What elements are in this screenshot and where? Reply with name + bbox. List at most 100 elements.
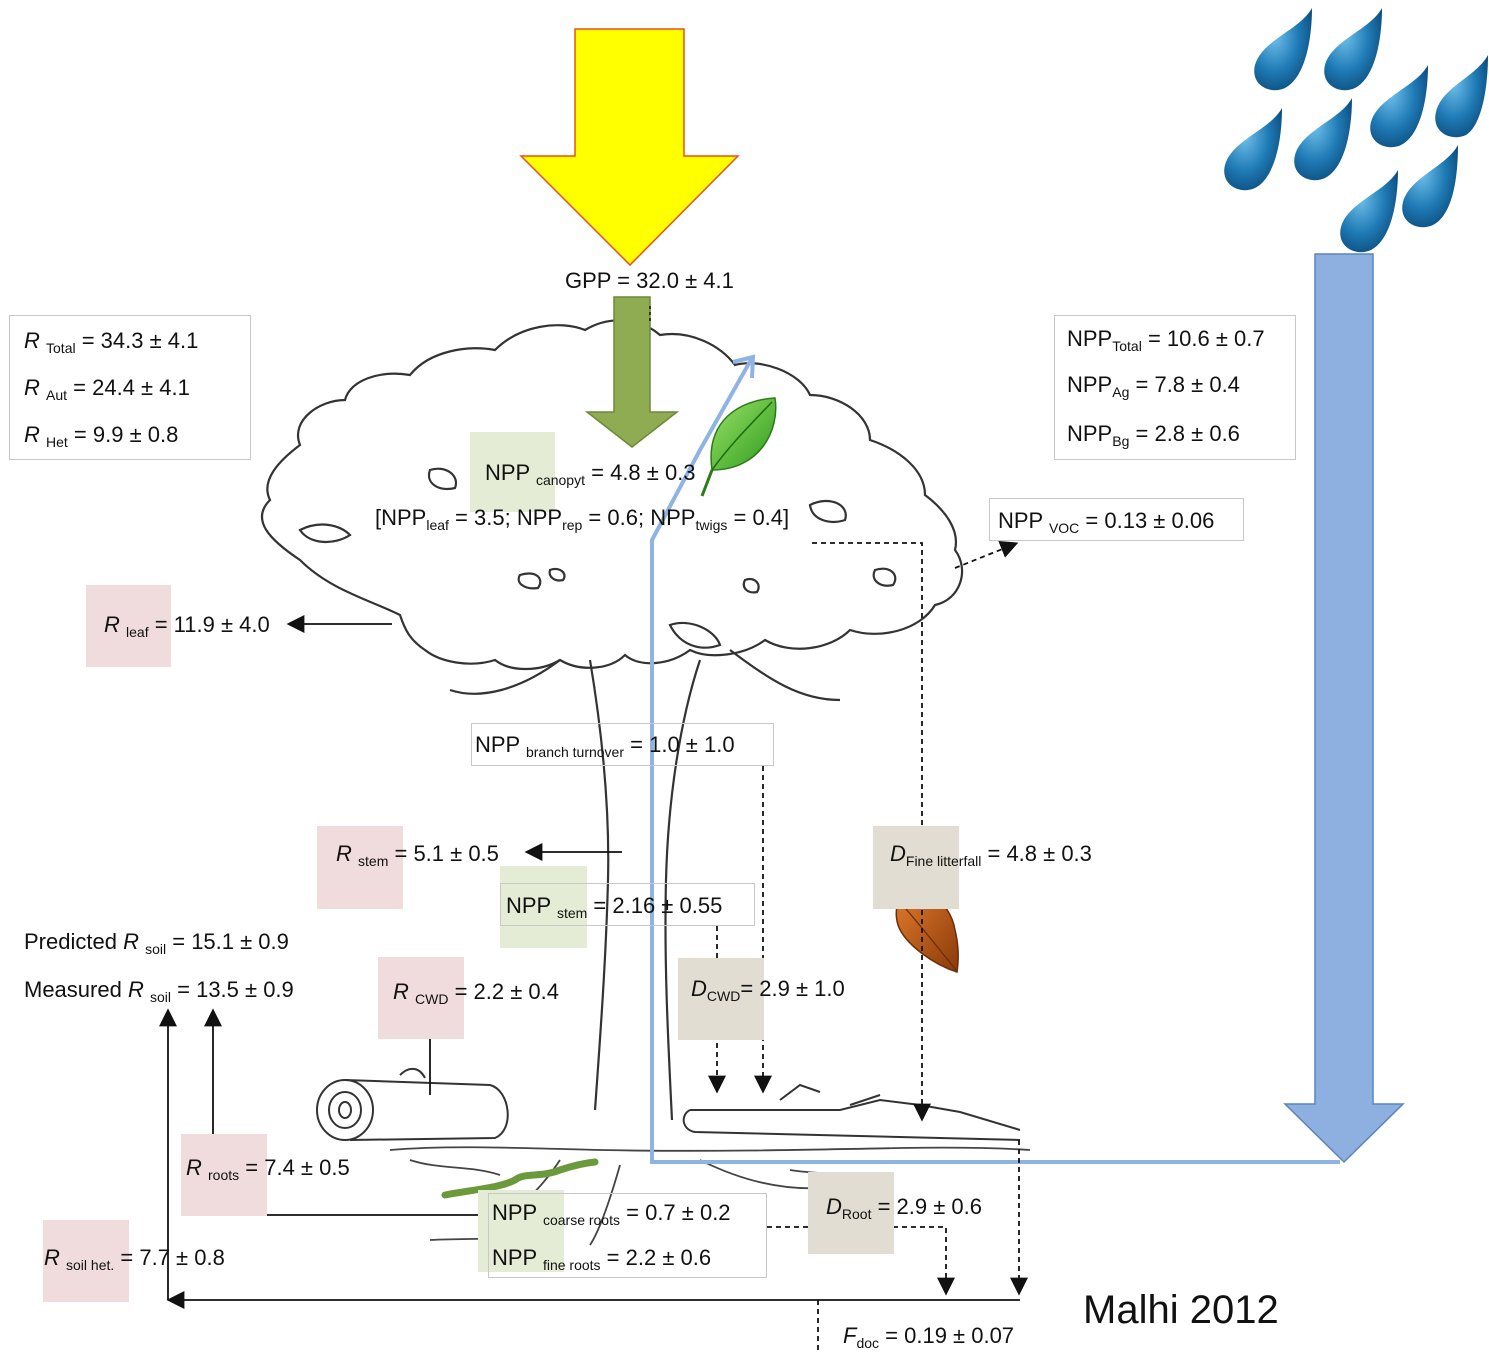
npp-coarse-roots-value: 0.7 ± 0.2: [645, 1200, 731, 1225]
d-cwd-highlight: [678, 958, 764, 1040]
r-cwd-sub: CWD: [415, 991, 449, 1007]
r-roots-value: 7.4 ± 0.5: [264, 1155, 350, 1180]
f-doc-label: Fdoc = 0.19 ± 0.07: [843, 1323, 1015, 1351]
water-path: [650, 357, 1340, 1164]
gpp-value: 32.0 ± 4.1: [636, 268, 734, 293]
npp-bg-sub: Bg: [1112, 433, 1130, 449]
npp-roots-box: [488, 1193, 767, 1278]
npp-totals-box: [1054, 315, 1296, 460]
d-root-sub: Root: [841, 1206, 872, 1222]
npp-canopy-sub: canopyt: [535, 472, 585, 488]
npp-rep-sub: rep: [562, 517, 583, 533]
r-leaf-sub: leaf: [126, 624, 149, 640]
d-root-label: DRoot = 2.9 ± 0.6: [826, 1194, 983, 1222]
npp-fine-roots-sub: fine roots: [542, 1257, 601, 1273]
r-soil-het-label: R soil het. = 7.7 ± 0.8: [44, 1245, 225, 1273]
r-soil-het-value: 7.7 ± 0.8: [139, 1245, 225, 1270]
r-cwd-value: 2.2 ± 0.4: [473, 979, 559, 1004]
npp-canopy-value: 4.8 ± 0.3: [610, 460, 696, 485]
d-fine-litterfall-label: DFine litterfall = 4.8 ± 0.3: [890, 841, 1092, 869]
measured-rsoil-label: Measured R soil = 13.5 ± 0.9: [24, 977, 294, 1005]
npp-stem-sub: stem: [556, 905, 588, 921]
npp-twigs-value: 0.4: [752, 505, 784, 530]
coarse-root-icon: [441, 1158, 599, 1199]
r-total-label: R Total = 34.3 ± 4.1: [24, 328, 199, 356]
npp-stem-highlight: [500, 866, 587, 948]
r-soil-het-highlight: [43, 1220, 129, 1302]
r-aut-value: 24.4 ± 4.1: [92, 375, 190, 400]
npp-fine-roots-value: 2.2 ± 0.6: [625, 1245, 712, 1270]
predicted-prefix: Predicted: [24, 929, 117, 954]
npp-branch-label: NPP branch turnover = 1.0 ± 1.0: [475, 732, 735, 760]
r-leaf-label: R leaf = 11.9 ± 4.0: [104, 612, 270, 640]
npp-voc-value: 0.13 ± 0.06: [1104, 508, 1215, 533]
npp-fine-roots-label: NPP fine roots = 2.2 ± 0.6: [492, 1245, 712, 1273]
gpp-label: GPP = 32.0 ± 4.1: [565, 268, 734, 293]
npp-voc-box: [989, 498, 1244, 541]
r-roots-highlight: [181, 1134, 267, 1216]
npp-leaf-value: 3.5: [474, 505, 505, 530]
npp-voc-sub: VOC: [1048, 520, 1080, 536]
npp-stem-label: NPP stem = 2.16 ± 0.55: [506, 893, 723, 921]
r-het-sub: Het: [46, 434, 68, 450]
npp-voc-label: NPP VOC = 0.13 ± 0.06: [998, 508, 1215, 536]
npp-ag-label: NPPAg = 7.8 ± 0.4: [1067, 372, 1240, 400]
measured-rsoil-value: 13.5 ± 0.9: [196, 977, 294, 1002]
npp-total-sub: Total: [1112, 338, 1142, 354]
npp-coarse-roots-sub: coarse roots: [542, 1212, 620, 1228]
tree-canopy: [260, 319, 964, 670]
r-leaf-value: 11.9 ± 4.0: [173, 612, 270, 637]
r-stem-highlight: [317, 826, 403, 909]
r-aut-label: R Aut = 24.4 ± 4.1: [24, 375, 190, 403]
respiration-box: [9, 315, 251, 460]
predicted-rsoil-value: 15.1 ± 0.9: [191, 929, 289, 954]
r-aut-sub: Aut: [46, 387, 68, 403]
npp-branch-value: 1.0 ± 1.0: [649, 732, 735, 757]
r-het-label: R Het = 9.9 ± 0.8: [24, 422, 179, 450]
npp-leaf-sub: leaf: [426, 517, 449, 533]
r-soil-het-sub: soil het.: [66, 1257, 115, 1273]
npp-canopy-highlight: [470, 432, 555, 512]
water-arrow: [1283, 253, 1405, 1164]
rain-drops: [1224, 8, 1488, 253]
d-root-value: 2.9 ± 0.6: [896, 1194, 983, 1219]
npp-ag-value: 7.8 ± 0.4: [1154, 372, 1240, 397]
r-roots-label: R roots = 7.4 ± 0.5: [186, 1155, 350, 1183]
r-cwd-label: R CWD = 2.2 ± 0.4: [393, 979, 559, 1007]
sunlight-arrow: [519, 28, 740, 267]
r-stem-label: R stem = 5.1 ± 0.5: [336, 841, 499, 869]
npp-canopy-label: NPP canopyt = 4.8 ± 0.3: [485, 460, 696, 488]
r-leaf-highlight: [86, 585, 171, 667]
npp-total-label: NPPTotal = 10.6 ± 0.7: [1067, 326, 1265, 354]
d-root-highlight: [808, 1172, 894, 1254]
npp-arrow: [584, 296, 680, 448]
npp-ag-sub: Ag: [1112, 384, 1130, 400]
green-leaf-icon: [700, 397, 777, 497]
r-het-value: 9.9 ± 0.8: [92, 422, 179, 447]
npp-total-value: 10.6 ± 0.7: [1166, 326, 1265, 351]
log-right: [682, 1083, 1021, 1141]
d-fine-litterfall-sub: Fine litterfall: [905, 853, 982, 869]
npp-branch-sub: branch turnover: [525, 744, 625, 760]
d-cwd-sub: CWD: [706, 988, 741, 1004]
r-roots-sub: roots: [208, 1167, 240, 1183]
r-total-sub: Total: [46, 340, 76, 356]
r-stem-sub: stem: [358, 853, 389, 869]
npp-twigs-sub: twigs: [695, 517, 728, 533]
npp-coarse-roots-label: NPP coarse roots = 0.7 ± 0.2: [492, 1200, 731, 1228]
citation: Malhi 2012: [1083, 1288, 1279, 1332]
npp-canopy-breakdown: [NPPleaf = 3.5; NPPrep = 0.6; NPPtwigs =…: [375, 505, 790, 533]
measured-prefix: Measured: [24, 977, 122, 1002]
f-doc-value: 0.19 ± 0.07: [904, 1323, 1015, 1348]
log-left: [316, 1067, 509, 1141]
measured-rsoil-sub: soil: [149, 989, 171, 1005]
npp-bg-value: 2.8 ± 0.6: [1154, 421, 1240, 446]
npp-roots-highlight: [478, 1190, 564, 1272]
r-cwd-highlight: [378, 957, 464, 1039]
d-cwd-value: 2.9 ± 1.0: [759, 976, 845, 1001]
f-doc-sub: doc: [856, 1335, 880, 1351]
predicted-rsoil-label: Predicted R soil = 15.1 ± 0.9: [24, 929, 289, 957]
predicted-rsoil-sub: soil: [145, 941, 167, 957]
